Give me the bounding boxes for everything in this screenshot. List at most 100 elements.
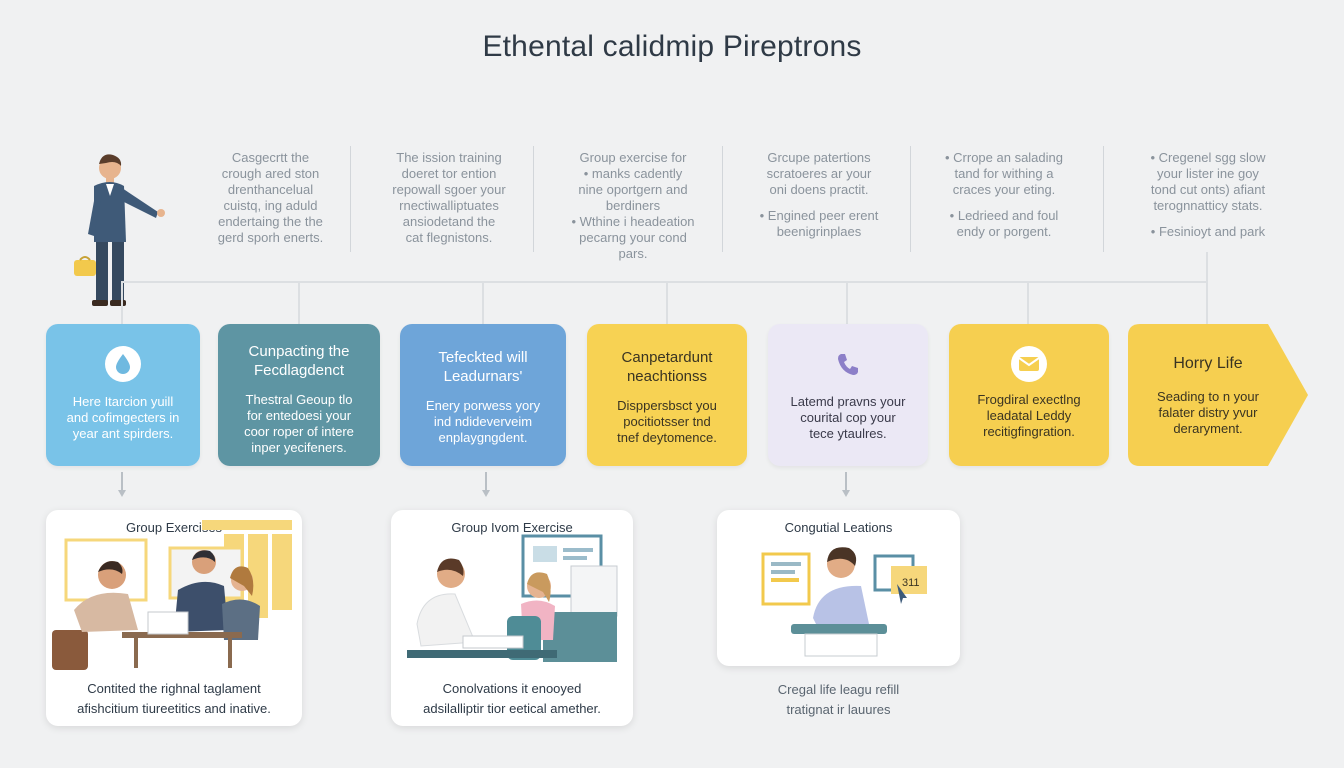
step-card-2[interactable]: Cunpacting the Fecdlagdenct Thestral Geo… (218, 324, 380, 466)
note-line: cuistq, ing aduld (223, 198, 318, 213)
separator (533, 146, 534, 252)
step-card-1[interactable]: Here Itarcion yuill and cofimgecters in … (46, 324, 200, 466)
caption-line: tratignat ir lauures (786, 702, 891, 717)
step-body-line: Disppersbsct you (617, 398, 717, 413)
separator (722, 146, 723, 252)
note-line: endy or porgent. (956, 224, 1052, 239)
step-card-7[interactable]: Horry Life Seading to n your falater dis… (1128, 324, 1288, 466)
timeline-connector (666, 281, 668, 325)
step-body-line: Thestral Geoup tlo (245, 392, 353, 407)
timeline-connector (1206, 252, 1208, 282)
screen-label: 311 (902, 577, 920, 589)
illustration-panel-3: Congutial Leations 311 (717, 510, 960, 666)
note-line: The ission training (396, 150, 502, 165)
mail-icon (1011, 346, 1047, 382)
panel-title: Group Ivom Exercise (451, 520, 573, 535)
note-line: Casgecrtt the (231, 150, 310, 165)
caption-line: Conolvations it enooyed (442, 681, 582, 696)
page-title: Ethental calidmip Pireptrons (482, 30, 862, 63)
note-3: Group exercise for • manks cadently nine… (553, 150, 713, 262)
timeline-connector (846, 281, 848, 325)
illustration-panel-1: Group Exercises Contited the righnal tag… (46, 510, 302, 726)
timeline-connector (1027, 281, 1029, 325)
note-line: • Cregenel sgg slow (1150, 150, 1266, 165)
note-line: berdiners (605, 198, 661, 213)
note-line: repowall sgoer your (392, 182, 506, 197)
note-line: crough ared ston (221, 166, 320, 181)
step-body-line: falater distry yvur (1158, 405, 1258, 420)
step-body-line: Seading to n your (1157, 389, 1259, 404)
step-title: Tefeckted will Leadurnars' (438, 349, 528, 385)
panel-caption: Contited the righnal taglament afishciti… (46, 679, 302, 719)
down-arrow-icon (482, 472, 490, 497)
note-line: nine oportgern and (578, 182, 688, 197)
step-card-6[interactable]: Frogdiral exectlng leadatal Leddy reciti… (949, 324, 1109, 466)
step-body-line: Enery porwess yory (425, 398, 541, 413)
panel-title: Congutial Leations (784, 520, 893, 535)
note-line: • Engined peer erent (759, 208, 879, 223)
meeting-illustration (52, 520, 292, 670)
note-line: oni doens practit. (769, 182, 869, 197)
note-line: • Fesinioyt and park (1150, 224, 1266, 239)
step-body-line: Frogdiral exectlng (977, 392, 1081, 407)
note-line: • manks cadently (583, 166, 683, 181)
note-line: • Ledrieed and foul (949, 208, 1059, 223)
note-line: ansiodetand the (402, 214, 496, 229)
water-drop-icon (105, 346, 141, 382)
step-card-5[interactable]: Latemd pravns your courital cop your tec… (768, 324, 928, 466)
step-body-line: inper yecifeners. (251, 440, 347, 455)
note-2: The ission training doeret tor ention re… (374, 150, 524, 246)
note-line: tond cut onts) afiant (1150, 182, 1266, 197)
note-line: pecarng your cond (579, 230, 687, 245)
timeline-connector (1206, 281, 1208, 325)
note-5: • Crrope an salading tand for withing a … (930, 150, 1078, 240)
note-6: • Cregenel sgg slow your lister ine goy … (1124, 150, 1292, 240)
separator (1103, 146, 1104, 252)
timeline-connector (121, 281, 123, 325)
note-line: • Crrope an salading (944, 150, 1063, 165)
step-body-line: Latemd pravns your (790, 394, 906, 409)
separator (910, 146, 911, 252)
step-body-line: coor roper of intere (244, 424, 354, 439)
note-line: terognnatticy stats. (1153, 198, 1263, 213)
step-body-line: ind ndideverveim (433, 414, 533, 429)
discussion-illustration (407, 534, 618, 662)
step-body-line: Here Itarcion yuill (72, 394, 174, 409)
timeline-connector (298, 281, 300, 325)
step-body-line: enplaygngdent. (438, 430, 528, 445)
note-line: • Wthine i headeation (571, 214, 695, 229)
step-body-line: and cofimgecters in (66, 410, 180, 425)
note-1: Casgecrtt the crough ared ston drenthanc… (198, 150, 343, 246)
note-line: your lister ine goy (1157, 166, 1259, 181)
caption-line: adsilalliptir tior eetical amether. (423, 701, 601, 716)
note-line: endertaing the the (218, 214, 323, 229)
note-line: rnectiwalliptuates (399, 198, 499, 213)
note-line: Group exercise for (579, 150, 687, 165)
note-line: craces your eting. (952, 182, 1056, 197)
presenter-figure (74, 154, 165, 306)
step-title: Cunpacting the Fecdlagdenct (248, 343, 350, 379)
step-body-line: recitigfingration. (983, 424, 1075, 439)
note-line: scratoeres ar your (766, 166, 872, 181)
step-body-line: tece ytaulres. (809, 426, 887, 441)
step-body-line: pocitiotsser tnd (623, 414, 711, 429)
phone-icon (830, 346, 866, 382)
step-card-3[interactable]: Tefeckted will Leadurnars' Enery porwess… (400, 324, 566, 466)
separator (350, 146, 351, 252)
step-title: Horry Life (1173, 355, 1243, 372)
timeline-line (122, 281, 1208, 283)
caption-line: Contited the righnal taglament (87, 681, 261, 696)
illustration-panel-2: Group Ivom Exercise Conolvations it enoo… (391, 510, 633, 726)
note-4: Grcupe patertions scratoeres ar your oni… (745, 150, 893, 240)
note-line: cat flegnistons. (405, 230, 493, 245)
panel-caption: Conolvations it enooyed adsilalliptir ti… (391, 679, 633, 719)
step-body-line: tnef deytomence. (617, 430, 717, 445)
step-body-line: year ant spirders. (72, 426, 174, 441)
step-card-4[interactable]: Canpetardunt neachtionss Disppersbsct yo… (587, 324, 747, 466)
workspace-illustration: 311 (761, 547, 927, 657)
note-line: beenigrinplaes (776, 224, 862, 239)
note-line: gerd sporh enerts. (217, 230, 324, 245)
step-body-line: for entedoesi your (246, 408, 352, 423)
step-body-line: deraryment. (1173, 421, 1243, 436)
caption-line: Cregal life leagu refill (777, 682, 900, 697)
